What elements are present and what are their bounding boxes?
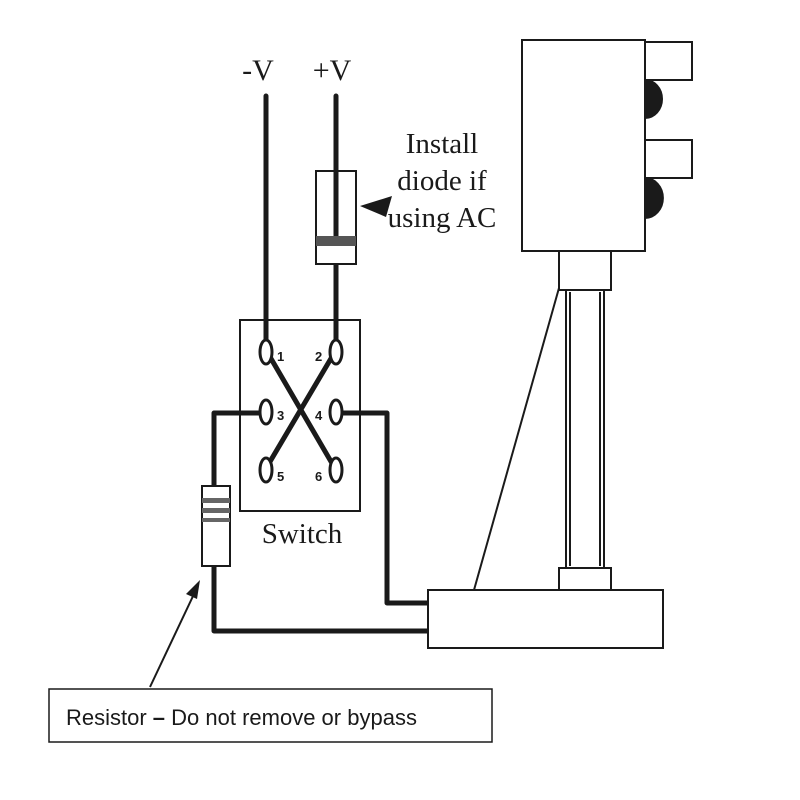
resistor-note-dash: – [153,705,165,730]
resistor [201,485,231,567]
support-strut [473,287,560,591]
resistor-note-text-before: Resistor [66,705,153,730]
terminal-4[interactable] [328,398,344,426]
lower-lamp-hood [644,139,693,179]
terminal-2-label: 2 [315,349,322,364]
output-wires [211,410,428,634]
resistor-note-box [48,688,493,743]
negative-supply-label: -V [242,54,274,87]
positive-supply-label: +V [313,54,352,87]
mast [565,289,605,569]
wire-from-terminal-3 [211,410,260,486]
terminal-1[interactable] [258,338,274,366]
upper-lamp-hood [644,41,693,81]
signal-base [427,589,664,649]
diode-note-line2: diode if [397,165,487,197]
wire-from-terminal-4 [342,410,428,606]
terminal-5[interactable] [258,456,274,484]
diode-note-line1: Install [406,128,479,160]
switch-label: Switch [262,518,343,550]
mast-collar-top [558,250,612,291]
terminal-5-label: 5 [277,469,284,484]
signal-device [427,39,693,649]
diode-note-line3: using AC [388,202,497,234]
diode-note: Install diode if using AC [388,128,497,234]
resistor-note-text-after: Do not remove or bypass [165,705,417,730]
mast-collar-bottom [558,567,612,591]
terminal-1-label: 1 [277,349,284,364]
resistor-callout-arrow [149,580,200,688]
switch-terminal-labels: 1 2 3 4 5 6 [277,349,323,484]
terminal-3-label: 3 [277,408,284,423]
wire-from-resistor [211,566,428,634]
upper-lamp [644,78,663,120]
terminal-2[interactable] [328,338,344,366]
resistor-note: Resistor – Do not remove or bypass [66,705,417,730]
diode-note-arrow [360,196,392,217]
diode [315,170,357,265]
terminal-6-label: 6 [315,469,322,484]
lower-lamp [644,176,664,220]
terminal-6[interactable] [328,456,344,484]
signal-head [521,39,646,252]
terminal-3[interactable] [258,398,274,426]
terminal-4-label: 4 [315,408,323,423]
